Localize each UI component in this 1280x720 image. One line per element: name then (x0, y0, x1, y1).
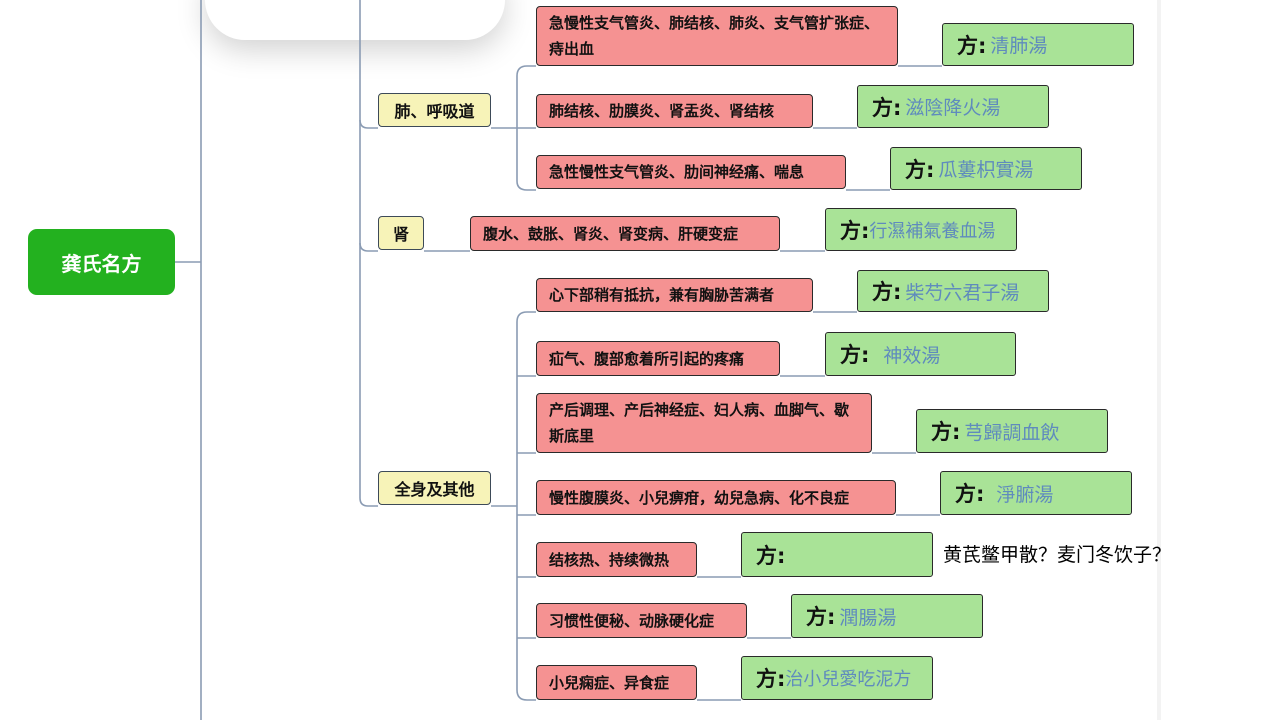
formula-prefix: 方: (905, 157, 935, 182)
formula-prefix: 方: (756, 667, 786, 691)
formula-node[interactable]: 方: 神效湯 (825, 332, 1016, 376)
formula-node[interactable]: 方: 行濕補氣養血湯 (825, 208, 1017, 251)
category-whole-body[interactable]: 全身及其他 (378, 471, 491, 505)
formula-prefix: 方: (840, 343, 870, 367)
formula-prefix: 方: (955, 482, 985, 506)
formula-node[interactable]: 方: 滋陰降火湯 (857, 85, 1049, 128)
formula-prefix: 方: (872, 95, 902, 120)
root-label: 龚氏名方 (61, 251, 142, 276)
symptom-text: 急性慢性支气管炎、肋间神经痛、喘息 (549, 163, 805, 181)
symptom-text: 习惯性便秘、动脉硬化症 (549, 611, 715, 630)
formula-note: 黄芪鳖甲散？麦门冬饮子？ (943, 544, 1172, 566)
symptom-text: 心下部稍有抵抗，兼有胸胁苦满者 (549, 286, 775, 304)
category-label: 肺、呼吸道 (394, 102, 475, 121)
formula-node[interactable]: 方: 潤腸湯 (791, 594, 983, 638)
formula-name: 清肺湯 (990, 35, 1048, 57)
category-link-kidney (359, 242, 378, 252)
symptom-text: 慢性腹膜炎、小兒痹疳，幼兒急病、化不良症 (549, 488, 850, 507)
category-label: 全身及其他 (394, 480, 475, 499)
category-label: 肾 (392, 225, 409, 244)
formula-name: 柴芍六君子湯 (905, 281, 1020, 304)
formula-prefix: 方: (756, 543, 786, 568)
symptom-node[interactable]: 腹水、鼓胀、肾炎、肾变病、肝硬变症 (470, 216, 780, 251)
formula-name: 滋陰降火湯 (905, 97, 1001, 119)
formula-prefix: 方: (840, 218, 870, 243)
symptom-text: 疝气、腹部愈着所引起的疼痛 (549, 349, 745, 368)
symptom-text: 产后调理、产后神经症、妇人病、血脚气、歇斯底里 (549, 401, 850, 445)
formula-node[interactable]: 方: 治小兒愛吃泥方 (741, 656, 933, 700)
formula-prefix: 方: (806, 605, 836, 629)
formula-node[interactable]: 方: (741, 532, 933, 577)
formula-name: 治小兒愛吃泥方 (785, 669, 912, 690)
formula-node[interactable]: 方: 柴芍六君子湯 (857, 270, 1049, 312)
formula-node[interactable]: 方: 芎歸調血飲 (916, 409, 1108, 453)
lungs-bracket (516, 65, 536, 191)
formula-name: 行濕補氣養血湯 (869, 220, 996, 242)
symptom-text: 急慢性支气管炎、肺结核、肺炎、支气管扩张症、痔出血 (549, 14, 880, 58)
symptom-node[interactable]: 习惯性便秘、动脉硬化症 (536, 603, 747, 638)
formula-node[interactable]: 方: 清肺湯 (942, 23, 1134, 66)
symptom-node[interactable]: 结核热、持续微热 (536, 542, 697, 577)
category-kidney[interactable]: 肾 (378, 216, 424, 250)
formula-name: 瓜蔞枳實湯 (938, 159, 1034, 181)
formula-name: 淨腑湯 (996, 483, 1054, 506)
symptom-node[interactable]: 小兒痫症、异食症 (536, 665, 697, 700)
formula-name: 潤腸湯 (839, 606, 897, 629)
category-spine-line (359, 0, 378, 507)
formula-prefix: 方: (872, 280, 902, 304)
symptom-node[interactable]: 疝气、腹部愈着所引起的疼痛 (536, 341, 780, 376)
formula-prefix: 方: (931, 420, 961, 444)
symptom-text: 肺结核、肋膜炎、肾盂炎、肾结核 (549, 102, 775, 120)
right-edge-divider (1157, 0, 1161, 720)
symptom-node[interactable]: 肺结核、肋膜炎、肾盂炎、肾结核 (536, 94, 813, 128)
formula-name: 神效湯 (883, 344, 941, 367)
formula-node[interactable]: 方: 淨腑湯 (940, 471, 1132, 515)
body-bracket (516, 311, 536, 701)
symptom-node[interactable]: 慢性腹膜炎、小兒痹疳，幼兒急病、化不良症 (536, 480, 896, 515)
root-node[interactable]: 龚氏名方 (28, 229, 175, 295)
symptom-text: 小兒痫症、异食症 (549, 673, 670, 692)
category-lungs[interactable]: 肺、呼吸道 (378, 93, 491, 127)
formula-node[interactable]: 方: 瓜蔞枳實湯 (890, 147, 1082, 190)
category-link-lungs (359, 119, 378, 129)
formula-name: 芎歸調血飲 (964, 421, 1060, 444)
symptom-text: 结核热、持续微热 (549, 550, 670, 569)
symptom-text: 腹水、鼓胀、肾炎、肾变病、肝硬变症 (483, 224, 739, 243)
symptom-node[interactable]: 急性慢性支气管炎、肋间神经痛、喘息 (536, 155, 846, 189)
symptom-node[interactable]: 急慢性支气管炎、肺结核、肺炎、支气管扩张症、痔出血 (536, 6, 898, 66)
symptom-node[interactable]: 心下部稍有抵抗，兼有胸胁苦满者 (536, 278, 813, 312)
formula-prefix: 方: (957, 33, 987, 58)
symptom-node[interactable]: 产后调理、产后神经症、妇人病、血脚气、歇斯底里 (536, 393, 872, 453)
